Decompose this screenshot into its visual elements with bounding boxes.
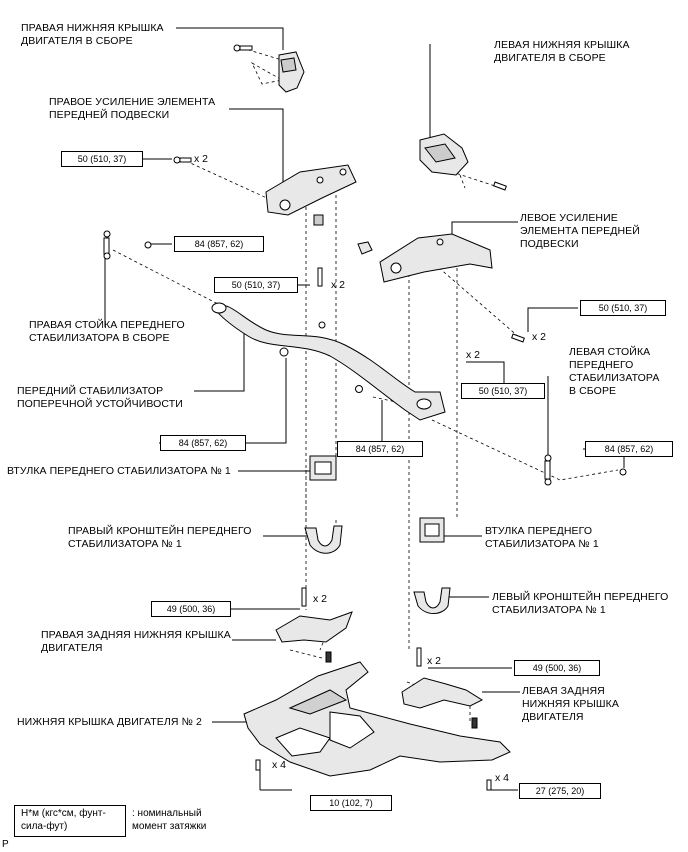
label-right-lower-cover: ПРАВАЯ НИЖНЯЯ КРЫШКА ДВИГАТЕЛЯ В СБОРЕ bbox=[21, 22, 164, 47]
bushing-right-part bbox=[309, 455, 337, 481]
bolt-count: x 2 bbox=[313, 593, 328, 605]
right-lower-cover-part bbox=[233, 44, 305, 93]
label-bushing-right: ВТУЛКА ПЕРЕДНЕГО СТАБИЛИЗАТОРА № 1 bbox=[7, 465, 231, 477]
label-left-link: ЛЕВАЯ СТОЙКА ПЕРЕДНЕГО СТАБИЛИЗАТОРА В С… bbox=[569, 346, 660, 397]
engine-cover-2-part bbox=[243, 661, 511, 777]
leader-right-reinforcement bbox=[229, 108, 284, 190]
bushing-left-part bbox=[419, 517, 445, 543]
left-lower-cover-part bbox=[419, 133, 507, 191]
bolt-count: x 2 bbox=[194, 153, 209, 165]
label-engine-cover-2: НИЖНЯЯ КРЫШКА ДВИГАТЕЛЯ № 2 bbox=[17, 716, 202, 728]
right-rear-cover-part bbox=[275, 611, 353, 643]
bolt-count: x 2 bbox=[331, 279, 346, 291]
left-bracket-part bbox=[413, 587, 451, 614]
label-left-reinforcement: ЛЕВОЕ УСИЛЕНИЕ ЭЛЕМЕНТА ПЕРЕДНЕЙ ПОДВЕСК… bbox=[520, 212, 640, 250]
label-right-reinforcement: ПРАВОЕ УСИЛЕНИЕ ЭЛЕМЕНТА ПЕРЕДНЕЙ ПОДВЕС… bbox=[49, 96, 216, 121]
torque-box: 84 (857, 62) bbox=[174, 236, 264, 252]
torque-box: 84 (857, 62) bbox=[337, 441, 423, 457]
torque-box: 84 (857, 62) bbox=[585, 441, 673, 457]
label-left-bracket: ЛЕВЫЙ КРОНШТЕЙН ПЕРЕДНЕГО СТАБИЛИЗАТОРА … bbox=[492, 591, 669, 616]
torque-box: 50 (510, 37) bbox=[61, 151, 143, 167]
torque-box: 49 (500, 36) bbox=[514, 660, 600, 676]
label-left-rear-cover: ЛЕВАЯ ЗАДНЯЯ НИЖНЯЯ КРЫШКА ДВИГАТЕЛЯ bbox=[522, 685, 619, 723]
bolt-count: x 4 bbox=[272, 759, 287, 771]
page-mark: P bbox=[2, 839, 9, 850]
stabilizer-bar-part bbox=[211, 267, 446, 421]
leader-left-reinforcement bbox=[451, 221, 518, 238]
torque-box: 50 (510, 37) bbox=[214, 277, 298, 293]
torque-box: 50 (510, 37) bbox=[580, 300, 666, 316]
torque-box: 84 (857, 62) bbox=[160, 435, 246, 451]
right-bracket-part bbox=[304, 525, 343, 554]
bolt-count: x 2 bbox=[427, 655, 442, 667]
torque-box: 49 (500, 36) bbox=[151, 601, 231, 617]
label-bushing-left: ВТУЛКА ПЕРЕДНЕГО СТАБИЛИЗАТОРА № 1 bbox=[485, 525, 599, 550]
right-link-part bbox=[103, 230, 152, 260]
bolt-count: x 4 bbox=[495, 772, 510, 784]
legend-unit-box: Н*м (кгс*см, фунт- сила-фут) bbox=[14, 805, 126, 837]
left-reinforcement-part bbox=[357, 233, 525, 343]
left-link-part bbox=[544, 454, 627, 486]
bolt-count: x 2 bbox=[532, 331, 547, 343]
label-stabilizer-bar: ПЕРЕДНИЙ СТАБИЛИЗАТОР ПОПЕРЕЧНОЙ УСТОЙЧИ… bbox=[17, 385, 183, 410]
left-rear-cover-part bbox=[401, 677, 484, 709]
label-right-bracket: ПРАВЫЙ КРОНШТЕЙН ПЕРЕДНЕГО СТАБИЛИЗАТОРА… bbox=[68, 525, 252, 550]
label-left-lower-cover: ЛЕВАЯ НИЖНЯЯ КРЫШКА ДВИГАТЕЛЯ В СБОРЕ bbox=[494, 39, 630, 64]
legend-description: : номинальный момент затяжки bbox=[132, 808, 207, 832]
torque-box: 10 (102, 7) bbox=[310, 795, 392, 811]
leader-stabilizer-bar bbox=[194, 333, 245, 392]
right-reinforcement-part bbox=[173, 156, 357, 226]
leader-right-lower-cover bbox=[176, 27, 284, 50]
torque-box: 50 (510, 37) bbox=[461, 383, 545, 399]
torque-box: 27 (275, 20) bbox=[519, 783, 601, 799]
label-right-link: ПРАВАЯ СТОЙКА ПЕРЕДНЕГО СТАБИЛИЗАТОРА В … bbox=[29, 319, 185, 344]
bolt-count: x 2 bbox=[466, 349, 481, 361]
label-right-rear-cover: ПРАВАЯ ЗАДНЯЯ НИЖНЯЯ КРЫШКА ДВИГАТЕЛЯ bbox=[41, 629, 231, 654]
